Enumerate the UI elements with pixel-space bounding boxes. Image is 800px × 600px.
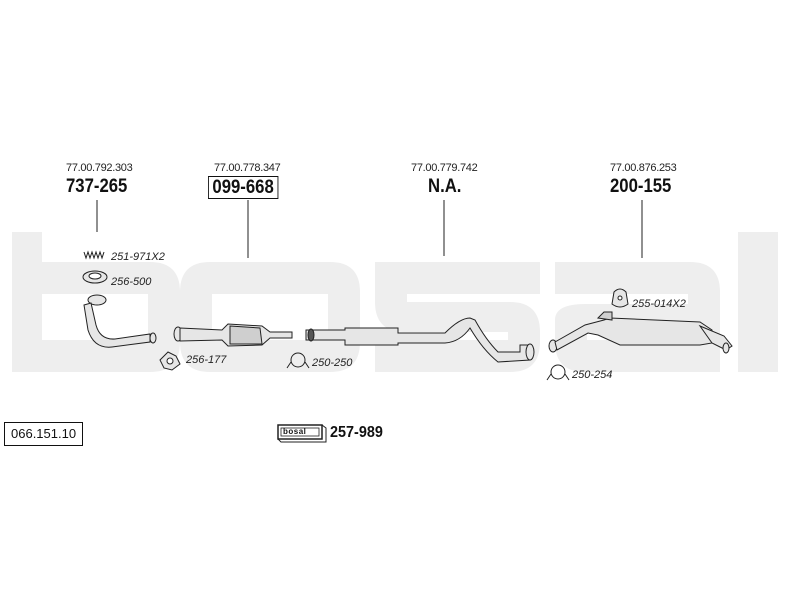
accessory-label-clamp-1: 250-250 — [312, 357, 353, 369]
accessory-label-spring: 251-971X2 — [111, 251, 165, 263]
part-number-2: 099-668 — [208, 176, 279, 199]
accessory-label-seal-ring: 256-500 — [111, 276, 152, 288]
clamp-icon — [546, 364, 570, 381]
oem-number-4: 77.00.876.253 — [610, 162, 677, 174]
spring-icon — [83, 250, 105, 260]
gasket-icon — [159, 351, 181, 371]
accessory-label-gasket: 256-177 — [186, 354, 227, 366]
part-number-3: N.A. — [428, 176, 462, 197]
accessory-label-rubber-mount: 255-014X2 — [632, 298, 686, 310]
clamp-icon — [286, 352, 310, 369]
front-pipe — [83, 294, 157, 348]
seal-ring-icon — [82, 270, 108, 284]
catalytic-converter — [173, 323, 293, 347]
accessory-label-clamp-2: 250-254 — [572, 369, 613, 381]
part-number-1: 737-265 — [66, 176, 128, 197]
part-number-4: 200-155 — [610, 176, 672, 197]
oem-number-1: 77.00.792.303 — [66, 162, 133, 174]
rear-silencer — [548, 311, 733, 354]
mounting-kit-logo-text: bosal — [283, 427, 307, 436]
oem-number-2: 77.00.778.347 — [214, 162, 281, 174]
rubber-mount-icon — [611, 288, 629, 308]
reference-number: 066.151.10 — [4, 422, 84, 446]
oem-number-3: 77.00.779.742 — [411, 162, 478, 174]
mounting-kit-logo — [277, 424, 327, 443]
mounting-kit-number: 257-989 — [330, 424, 383, 441]
middle-pipe — [305, 317, 535, 363]
